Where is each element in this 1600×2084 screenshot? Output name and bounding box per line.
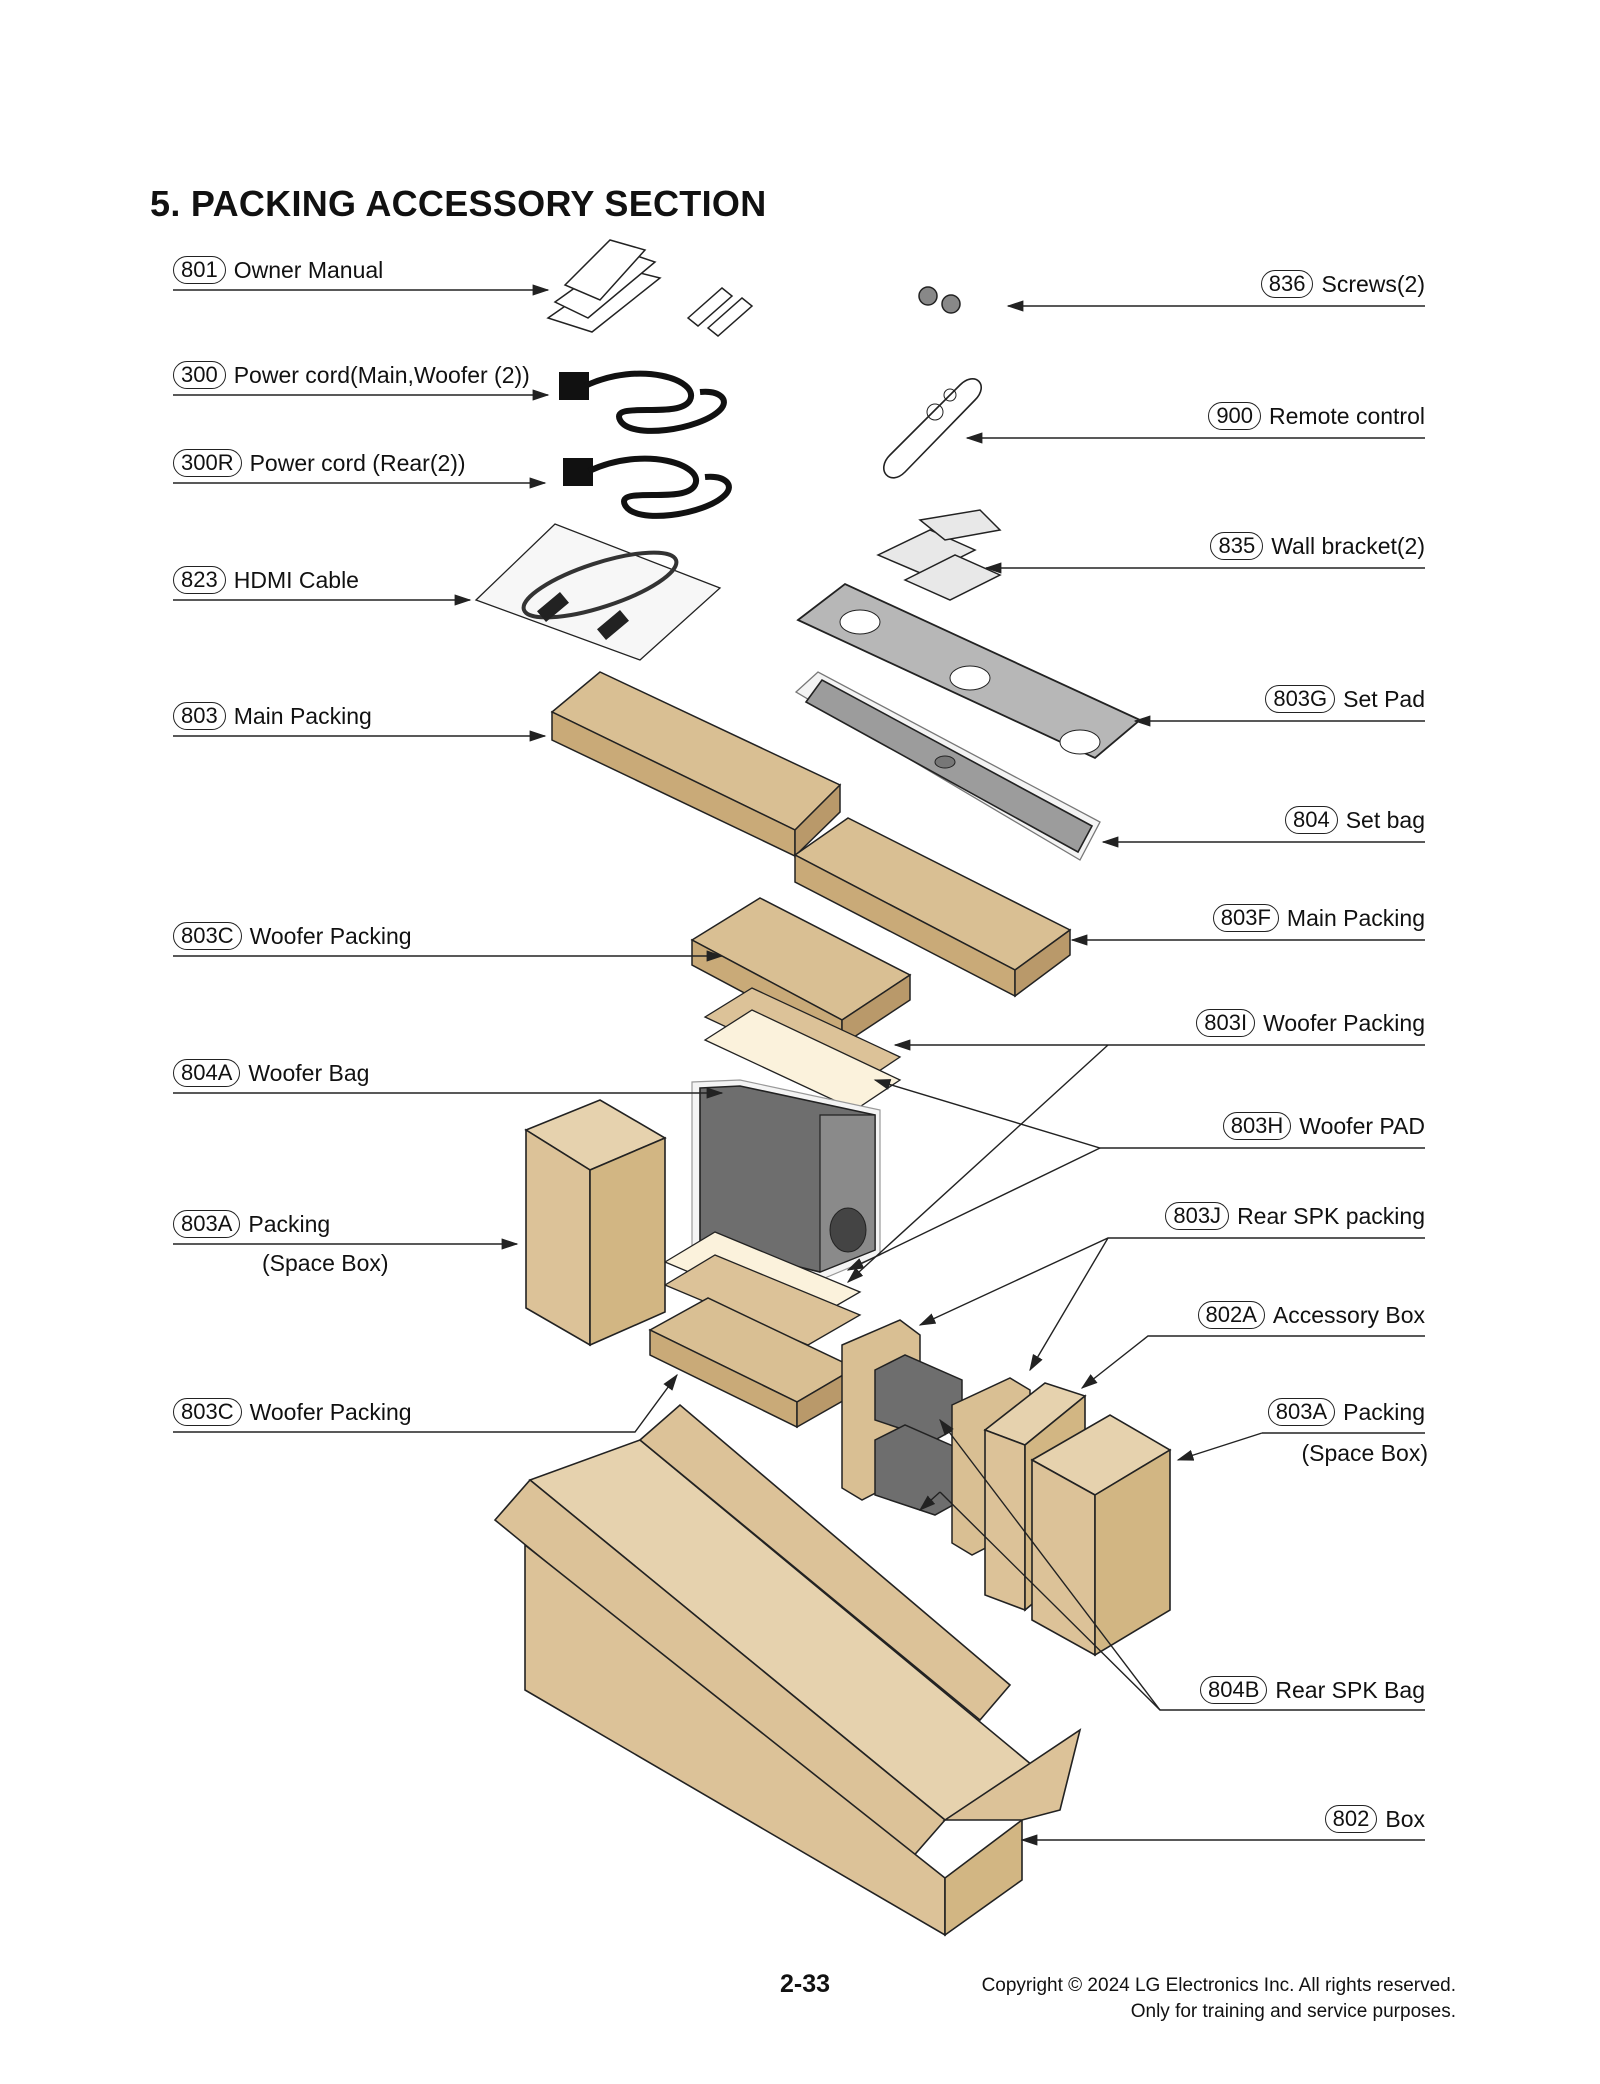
part-code: 803A (173, 1210, 241, 1238)
part-code: 300 (173, 361, 226, 389)
part-label-803: 803 Main Packing (173, 702, 372, 730)
part-code: 803 (173, 702, 226, 730)
part-name: Woofer Packing (249, 1398, 412, 1425)
part-name: Packing (1343, 1398, 1425, 1425)
copyright-line-2: Only for training and service purposes. (1130, 2001, 1456, 2022)
part-name: Owner Manual (233, 256, 384, 283)
part-label-803a-right: 803A Packing (1267, 1398, 1425, 1426)
part-code: 802 (1324, 1805, 1378, 1833)
part-code: 801 (173, 256, 226, 284)
part-name: Screws(2) (1321, 270, 1425, 297)
part-label-803c-bottom: 803C Woofer Packing (173, 1398, 412, 1426)
part-label-823: 823 HDMI Cable (173, 566, 359, 594)
part-name: Woofer Bag (248, 1059, 370, 1086)
leader-lines-left (173, 284, 724, 1433)
page-number: 2-33 (780, 1970, 831, 1998)
power-cord-main-illustration (559, 370, 727, 434)
part-name: Packing (248, 1210, 331, 1237)
part-name: Remote control (1269, 402, 1425, 429)
leader-lines-right (846, 300, 1425, 1846)
part-label-803j: 803J Rear SPK packing (1165, 1202, 1425, 1230)
part-name: Main Packing (233, 702, 372, 729)
screws-illustration (918, 286, 961, 314)
part-name: Main Packing (1286, 904, 1425, 931)
space-box-right-illustration (1030, 1414, 1172, 1657)
set-pad-illustration (796, 582, 1142, 760)
woofer-packing-bottom-illustration (648, 1297, 857, 1429)
part-label-300r: 300R Power cord (Rear(2)) (173, 449, 466, 477)
part-name: Power cord(Main,Woofer (2)) (233, 361, 530, 388)
part-label-803a-left: 803A Packing (173, 1210, 330, 1238)
part-label-836: 836 Screws(2) (1260, 270, 1425, 298)
part-label-802: 802 Box (1324, 1805, 1425, 1833)
copyright-line-1: Copyright © 2024 LG Electronics Inc. All… (981, 1975, 1456, 1996)
part-name: Set bag (1345, 806, 1425, 833)
remote-control-illustration (883, 378, 982, 479)
part-code: 804 (1284, 806, 1338, 834)
part-code: 804A (173, 1059, 241, 1087)
part-code: 823 (173, 566, 226, 594)
part-label-803g: 803G Set Pad (1265, 685, 1425, 713)
part-code: 836 (1260, 270, 1314, 298)
woofer-illustration (691, 1079, 881, 1281)
part-code: 835 (1210, 532, 1264, 560)
part-name: Power cord (Rear(2)) (249, 449, 466, 476)
part-name: Rear SPK Bag (1275, 1676, 1425, 1703)
part-name: Woofer Packing (249, 922, 412, 949)
main-packing-f-illustration (793, 817, 1072, 998)
part-label-804b: 804B Rear SPK Bag (1200, 1676, 1425, 1704)
woofer-pad-top-illustration (703, 987, 902, 1111)
part-code: 804B (1200, 1676, 1268, 1704)
part-name: Box (1385, 1805, 1425, 1832)
part-sublabel-803a-right: (Space Box) (1301, 1440, 1428, 1466)
batteries-illustration (686, 287, 754, 337)
part-label-900: 900 Remote control (1208, 402, 1425, 430)
rear-speaker-illustration (874, 1354, 963, 1516)
owner-manual-illustration (546, 239, 662, 333)
soundbar-in-set-bag-illustration (794, 671, 1101, 861)
part-name: Wall bracket(2) (1271, 532, 1425, 559)
part-code: 803H (1222, 1112, 1292, 1140)
part-label-835: 835 Wall bracket(2) (1210, 532, 1425, 560)
part-label-803c-top: 803C Woofer Packing (173, 922, 412, 950)
hdmi-cable-illustration (474, 523, 722, 661)
part-label-803f: 803F Main Packing (1212, 904, 1425, 932)
part-name: HDMI Cable (233, 566, 359, 593)
part-code: 803J (1165, 1202, 1230, 1230)
part-name: Set Pad (1343, 685, 1425, 712)
part-name: Rear SPK packing (1237, 1202, 1425, 1229)
space-box-left-illustration (524, 1099, 667, 1347)
part-label-803i: 803I Woofer Packing (1196, 1009, 1425, 1037)
part-code: 803G (1265, 685, 1336, 713)
part-code: 803A (1267, 1398, 1336, 1426)
wall-bracket-illustration (876, 509, 1002, 601)
main-box-illustration (493, 1403, 1082, 1937)
page-title: 5. PACKING ACCESSORY SECTION (150, 183, 767, 224)
part-code: 900 (1208, 402, 1262, 430)
part-label-803h: 803H Woofer PAD (1222, 1112, 1425, 1140)
part-code: 803C (173, 922, 242, 950)
power-cord-rear-illustration (563, 455, 732, 519)
part-name: Woofer Packing (1263, 1009, 1425, 1036)
part-sublabel-803a-left: (Space Box) (262, 1250, 389, 1276)
part-name: Accessory Box (1272, 1301, 1425, 1328)
part-label-804: 804 Set bag (1284, 806, 1425, 834)
part-code: 300R (173, 449, 242, 477)
part-code: 803I (1196, 1009, 1256, 1037)
main-packing-illustration (550, 671, 842, 858)
part-label-802a: 802A Accessory Box (1197, 1301, 1425, 1329)
part-label-801: 801 Owner Manual (173, 256, 383, 284)
part-label-300: 300 Power cord(Main,Woofer (2)) (173, 361, 530, 389)
part-label-804a: 804A Woofer Bag (173, 1059, 369, 1087)
part-code: 802A (1197, 1301, 1265, 1329)
part-code: 803C (173, 1398, 242, 1426)
part-name: Woofer PAD (1299, 1112, 1425, 1139)
part-code: 803F (1212, 904, 1279, 932)
